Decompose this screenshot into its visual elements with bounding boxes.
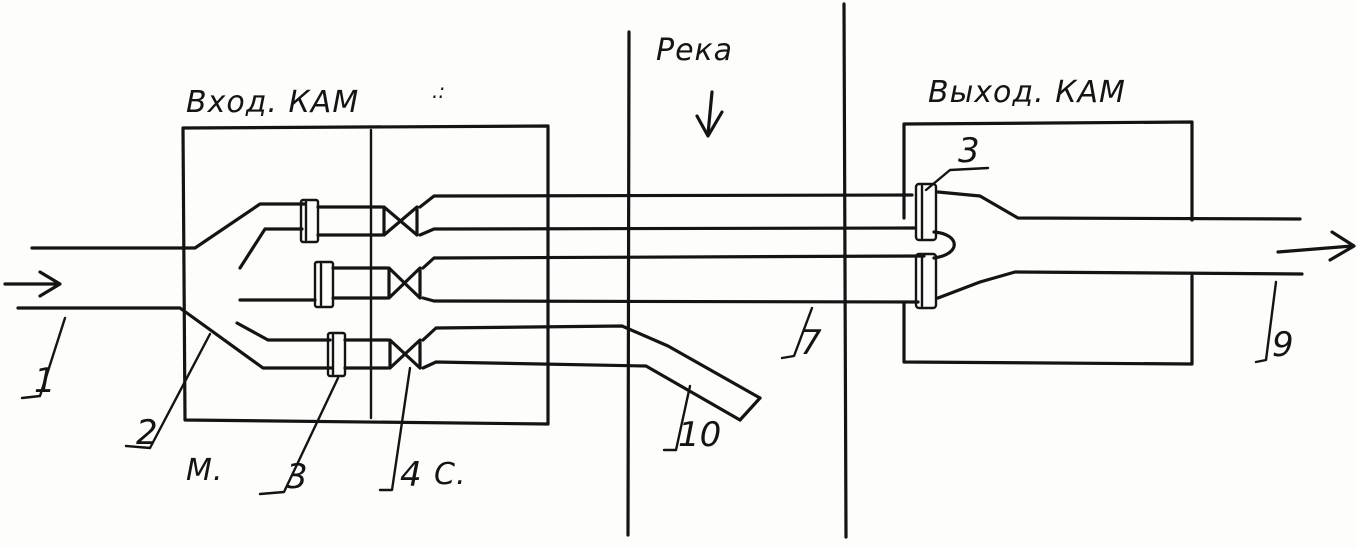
joint-middle (313, 260, 335, 309)
outlet-flow-arrow (1276, 230, 1356, 262)
outlet-chamber-outline-bottom (902, 274, 1194, 366)
callout-3-top-number: 3 (958, 131, 980, 171)
callout-3-bottom-leader (258, 376, 340, 496)
inlet-chamber-outline (181, 124, 550, 426)
inlet-branch-middle (238, 227, 304, 270)
river-flow-arrow (695, 90, 724, 138)
mark-m-label: М. (186, 453, 223, 488)
inlet-chamber-label: Вход. КАМ (186, 85, 359, 120)
inlet-branch-lowest (235, 321, 332, 342)
outlet-chamber-label: Выход. КАМ (928, 75, 1126, 110)
inlet-flow-arrow (3, 270, 62, 298)
river-left-bank (626, 30, 631, 537)
pipe-middle-bottom (421, 296, 920, 304)
callout-2-number: 2 (136, 413, 158, 453)
callout-1-leader (20, 316, 67, 400)
callout-4-leader (378, 366, 412, 492)
outlet-joint-lower (914, 252, 938, 310)
scribble-mark: .: (432, 79, 445, 103)
inlet-pipe-top (30, 202, 307, 250)
callout-9-leader (1254, 280, 1278, 364)
outlet-bend (932, 230, 956, 260)
callout-1-number: 1 (34, 361, 56, 401)
pipe-lower-end (738, 396, 762, 422)
callout-10-leader (662, 384, 692, 452)
pipe-lower-top (421, 324, 762, 400)
pipe-upper-bottom (418, 226, 916, 237)
outlet-joint-upper (914, 182, 938, 242)
branch-lower-segment (343, 338, 390, 370)
valve-middle (387, 266, 422, 300)
branch-middle-segment (331, 266, 389, 300)
outlet-pipe-top (936, 190, 1302, 221)
callout-3-bottom-number: 3 (286, 457, 308, 497)
callout-9-number: 9 (1272, 325, 1294, 365)
pipe-upper-top (418, 193, 914, 209)
branch-upper-segment (316, 205, 384, 237)
river-right-bank (842, 2, 848, 539)
callout-4-number: 4 (400, 455, 422, 495)
valve-upper (382, 205, 419, 237)
outlet-chamber-outline-top (902, 120, 1194, 222)
callout-7-leader (780, 306, 814, 360)
pipe-lower-bottom (421, 360, 742, 422)
pipe-middle-top (421, 254, 926, 270)
callout-2-leader (124, 332, 212, 450)
valve-lower (388, 338, 422, 370)
callout-3-top-leader (924, 166, 990, 192)
river-label: Река (656, 33, 733, 68)
inlet-pipe-bottom (16, 306, 334, 370)
callout-10-number: 10 (678, 415, 721, 455)
joint-upper (299, 198, 320, 244)
joint-lower (326, 331, 347, 378)
mark-c-label: С. (434, 457, 466, 492)
outlet-pipe-bottom (936, 270, 1304, 300)
callout-7-number: 7 (800, 323, 822, 363)
